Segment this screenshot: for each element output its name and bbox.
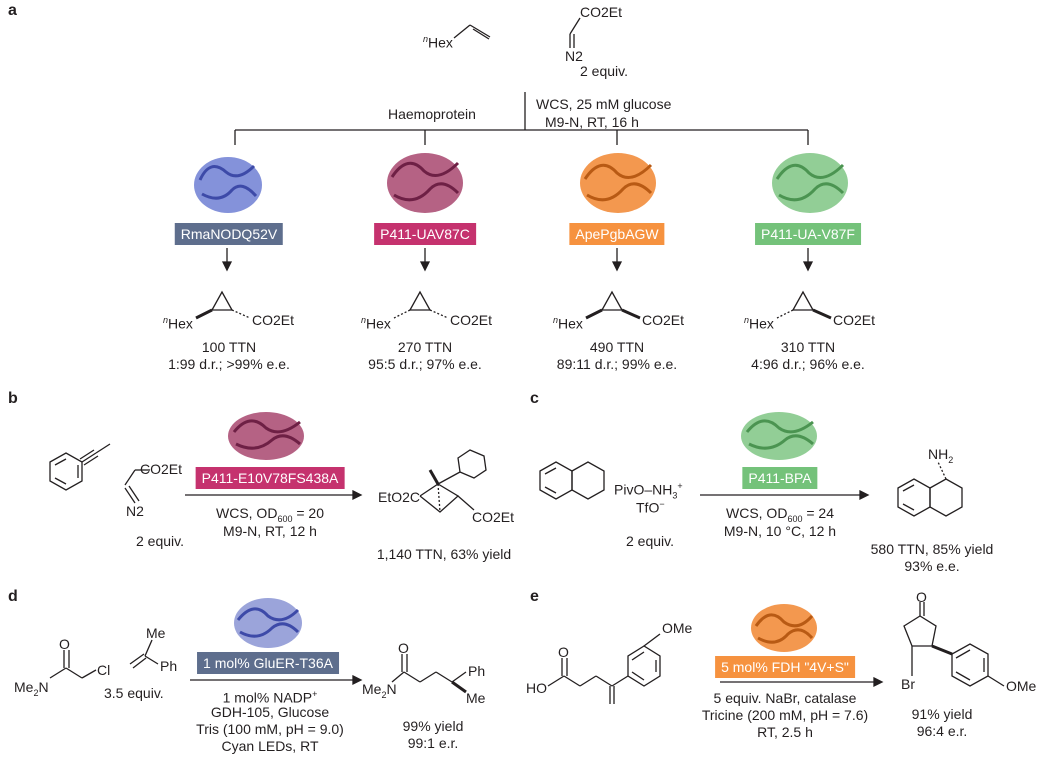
protein-structure-icon [751, 604, 817, 652]
product-4-ttn: 310 TTN [780, 339, 836, 355]
protein-structure-icon [772, 153, 848, 213]
panel-d-product-ph: Ph [468, 663, 486, 679]
panel-e-product-ome: OMe [1006, 678, 1037, 694]
panel-c-condition-2: M9-N, 10 °C, 12 h [723, 523, 837, 539]
protein-structure-icon [741, 412, 817, 460]
panel-c-counterion: TfO− [636, 499, 665, 516]
panel-e-result-1: 91% yield [911, 706, 973, 722]
product-2-ttn: 270 TTN [397, 339, 453, 355]
product-3-selectivity: 89:11 d.r.; 99% e.e. [556, 356, 678, 372]
panel-a-equiv: 2 equiv. [580, 63, 628, 79]
panel-d-condition-3: Tris (100 mM, pH = 9.0) [196, 721, 344, 737]
panel-d-result-1: 99% yield [402, 718, 464, 734]
panel-e-lactone-o: O [916, 589, 927, 605]
panel-c-result-1: 580 TTN, 85% yield [870, 541, 994, 557]
panel-d-result-2: 99:1 e.r. [407, 735, 459, 751]
panel-c-equiv: 2 equiv. [626, 533, 674, 549]
protein-structure-icon [194, 157, 262, 213]
panel-c-condition-1: WCS, OD600 = 24 [725, 505, 835, 524]
enzyme-tag-p411-uav87c: P411-UAV87C [374, 223, 476, 245]
panel-b-result: 1,140 TTN, 63% yield [376, 546, 512, 562]
panel-e-condition-2: Tricine (200 mM, pH = 7.6) [701, 707, 869, 723]
product-3-right: CO2Et [642, 312, 685, 328]
panel-b-product-right: CO2Et [472, 509, 515, 525]
product-2-selectivity: 95:5 d.r.; 97% e.e. [368, 356, 482, 372]
product-1-selectivity: 1:99 d.r.; >99% e.e. [168, 356, 290, 372]
panel-e-condition-1: 5 equiv. NaBr, catalase [713, 690, 857, 706]
panel-label-b: b [8, 390, 18, 407]
enzyme-tag-rmanodq52v: RmaNODQ52V [174, 223, 284, 245]
panel-c-result-2: 93% e.e. [904, 558, 960, 574]
enzyme-tag-apepgbagw: ApePgbAGW [569, 223, 665, 245]
product-4-hex: Hex [749, 315, 774, 332]
panel-a-ester-label: CO2Et [580, 4, 623, 20]
enzyme-tag-p411-e10v78fs438a: P411-E10V78FS438A [195, 467, 345, 489]
panel-d-condition-1: 1 mol% NADP+ [222, 689, 318, 706]
panel-e-condition-3: RT, 2.5 h [757, 724, 813, 740]
panel-d-product-n: Me2N [362, 681, 397, 700]
product-2-right: CO2Et [450, 312, 493, 328]
panel-b-equiv: 2 equiv. [136, 533, 184, 549]
product-1-hex: Hex [168, 315, 193, 332]
product-3-hex: Hex [558, 315, 583, 332]
panel-a-hex-text: Hex [428, 34, 453, 51]
panel-label-e: e [530, 588, 539, 605]
product-2-left: nHex [361, 315, 391, 332]
panel-b-diazo-label: N2 [126, 503, 144, 519]
panel-a-condition-2: M9-N, RT, 16 h [545, 114, 639, 130]
panel-e-ho: HO [526, 680, 547, 696]
panel-d-cl: Cl [97, 662, 111, 678]
enzyme-tag-p411-ua-v87f: P411-UA-V87F [755, 223, 861, 245]
protein-structure-icon [387, 153, 463, 213]
enzyme-tag-gluer-t36a: 1 mol% GluER-T36A [197, 652, 339, 674]
panel-a-diazo-label: N2 [565, 48, 583, 64]
enzyme-tag-p411-bpa: P411-BPA [742, 467, 818, 489]
protein-structure-icon [228, 412, 304, 460]
panel-d-amide-n: Me2N [14, 679, 49, 698]
product-1-left: nHex [163, 315, 193, 332]
panel-e-acid-o: O [558, 644, 569, 660]
panel-d-condition-2: GDH-105, Glucose [210, 704, 330, 720]
panel-c-reagent: PivO–NH3+ [614, 481, 683, 501]
panel-d-product-o: O [398, 640, 409, 656]
panel-b-condition-1: WCS, OD600 = 20 [215, 505, 325, 524]
panel-e-ome: OMe [662, 620, 693, 636]
panel-label-a: a [8, 2, 17, 19]
panel-a-condition-1: WCS, 25 mM glucose [536, 96, 672, 112]
product-4-selectivity: 4:96 d.r.; 96% e.e. [751, 356, 865, 372]
product-4-left: nHex [744, 315, 774, 332]
panel-b-product-left: EtO2C [378, 489, 421, 505]
product-1-ttn: 100 TTN [201, 339, 257, 355]
panel-label-c: c [530, 390, 539, 407]
panel-c-amine-label: NH2 [928, 446, 954, 465]
panel-d-equiv: 3.5 equiv. [104, 685, 164, 701]
panel-d-me: Me [146, 625, 166, 641]
panel-d-ph: Ph [160, 658, 178, 674]
panel-label-d: d [8, 588, 18, 605]
panel-d-condition-4: Cyan LEDs, RT [221, 738, 319, 754]
panel-b-condition-2: M9-N, RT, 12 h [223, 523, 317, 539]
panel-b-ester-label: CO2Et [140, 461, 183, 477]
panel-a-octene-label: nHex [423, 34, 453, 51]
panel-a-catalyst-label: Haemoprotein [388, 106, 476, 122]
panel-e-br: Br [901, 676, 915, 692]
product-3-ttn: 490 TTN [589, 339, 645, 355]
product-4-right: CO2Et [833, 312, 876, 328]
protein-structure-icon [580, 153, 656, 213]
panel-e-result-2: 96:4 e.r. [916, 723, 968, 739]
enzyme-tag-fdh-4v-s: 5 mol% FDH "4V+S" [715, 656, 855, 678]
product-3-left: nHex [553, 315, 583, 332]
product-2-hex: Hex [366, 315, 391, 332]
panel-d-carbonyl-o: O [59, 636, 70, 652]
protein-structure-icon [234, 598, 302, 648]
product-1-right: CO2Et [252, 312, 295, 328]
panel-d-product-me: Me [466, 690, 486, 706]
